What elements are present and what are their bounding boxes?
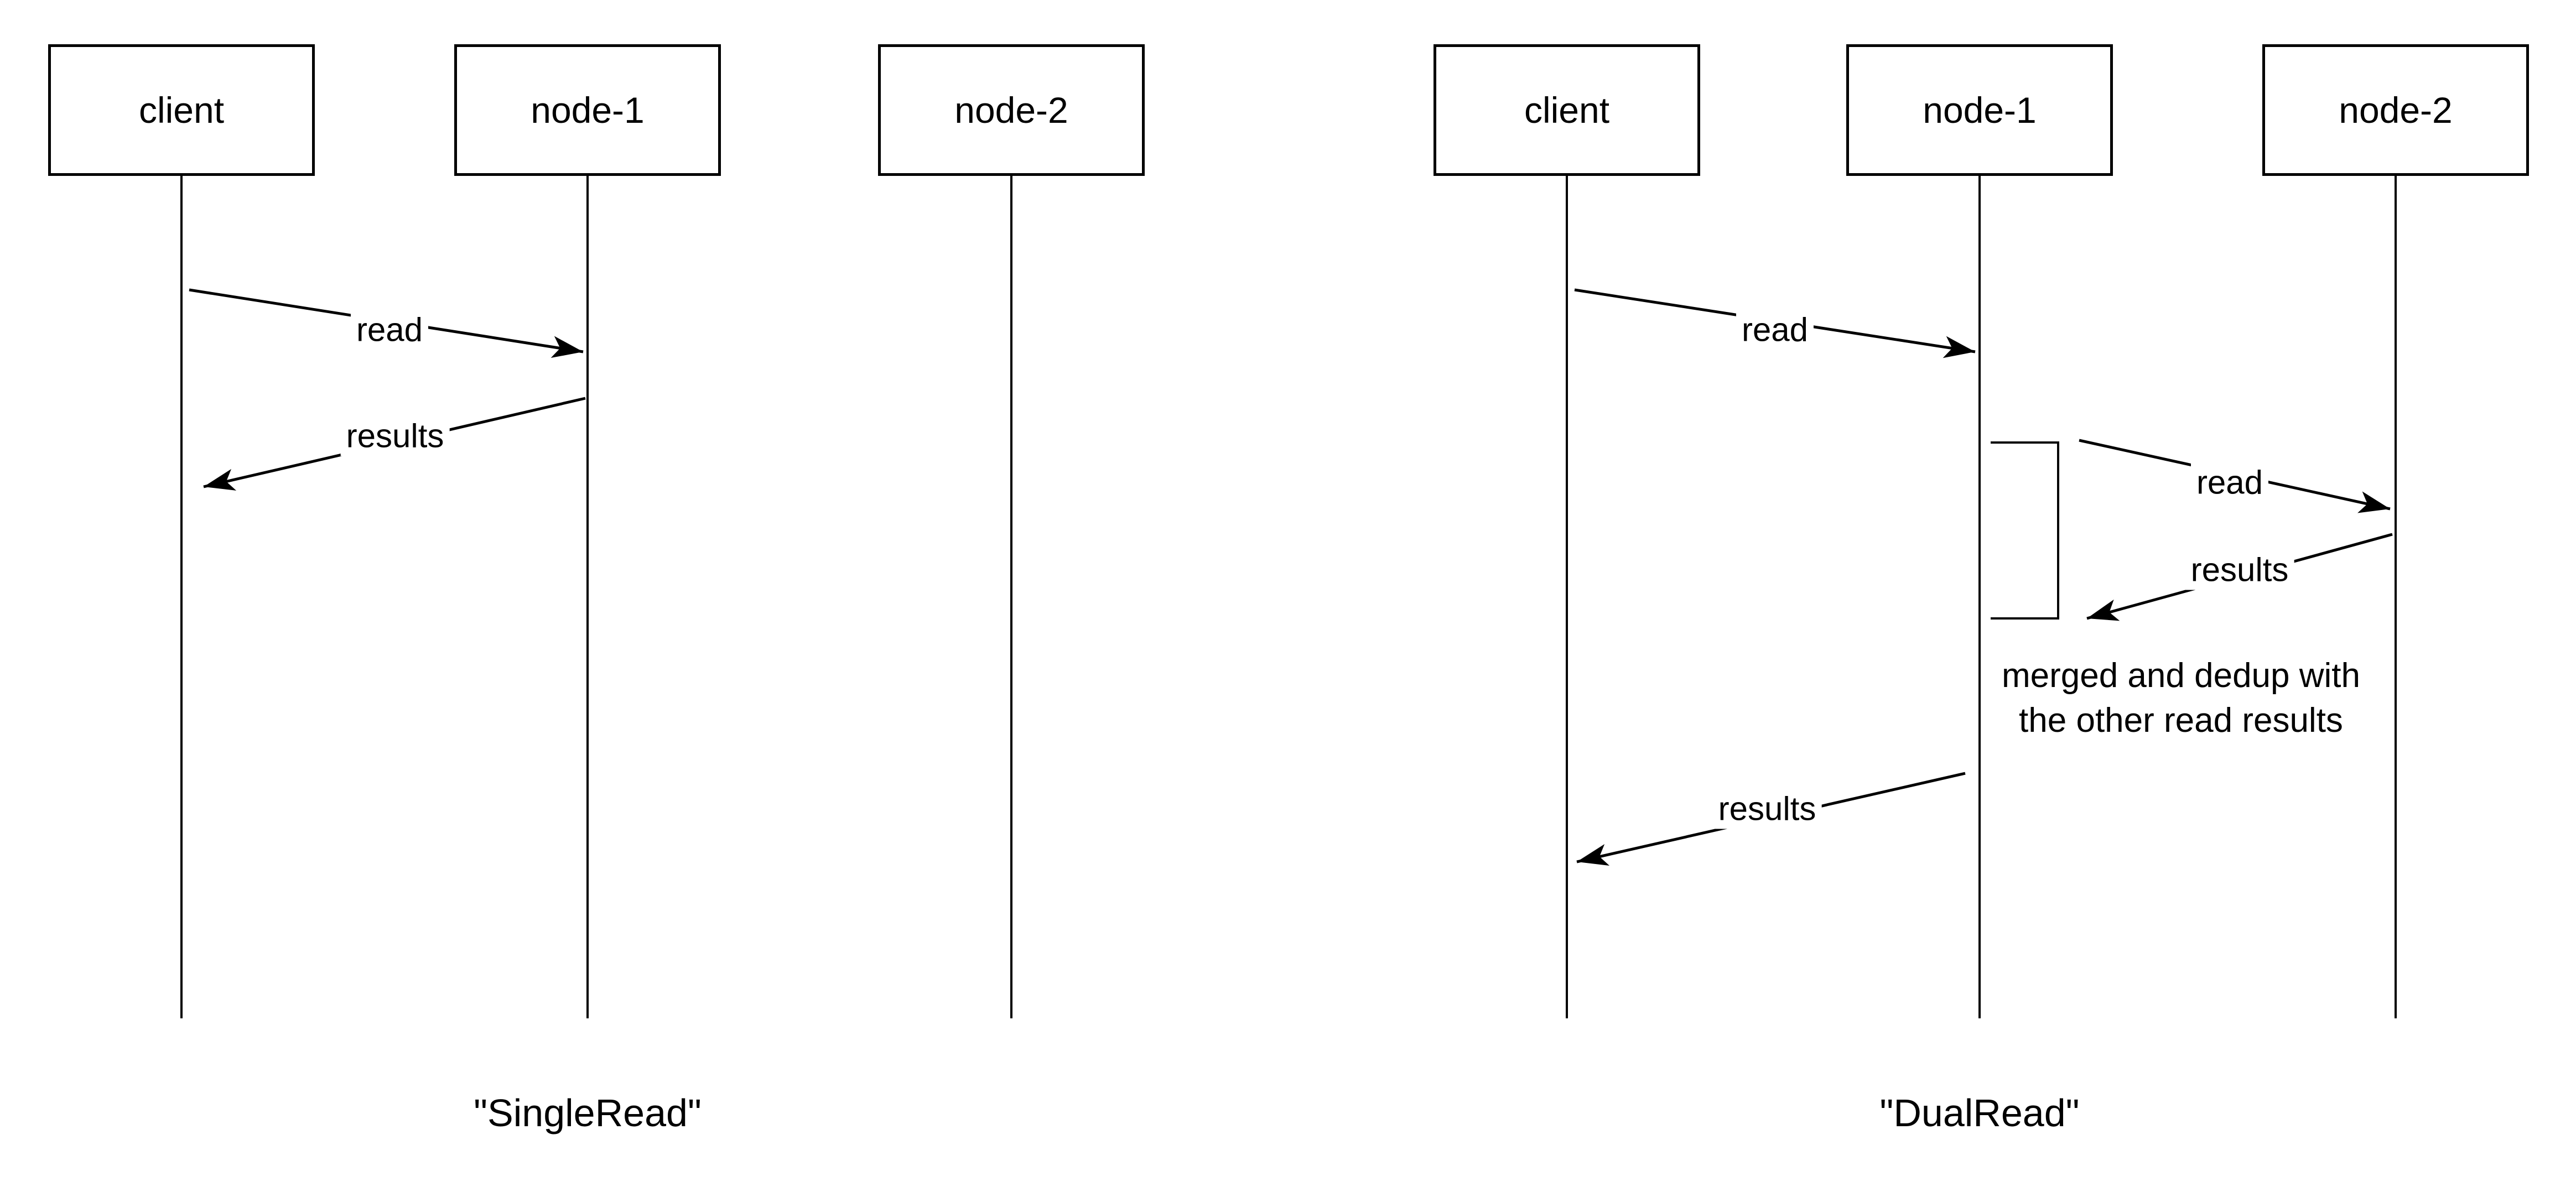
actor-label: node-2 (2339, 90, 2453, 131)
actor-label: client (138, 90, 225, 131)
actor-label: node-1 (1923, 90, 2037, 131)
actor-box-singleread-node-2: node-2 (878, 44, 1145, 176)
note-line-1: merged and dedup with (2001, 657, 2361, 695)
message-label-dualread-results-1: results (2185, 549, 2294, 590)
activation-bracket-node-1 (1991, 441, 2059, 620)
actor-box-dualread-client: client (1434, 44, 1700, 176)
actor-box-singleread-node-1: node-1 (454, 44, 721, 176)
message-label-singleread-read: read (350, 309, 429, 350)
caption-dualread: "DualRead" (1879, 1091, 2080, 1134)
actor-box-singleread-client: client (48, 44, 315, 176)
message-label-dualread-read-1: read (1736, 309, 1814, 350)
actor-box-dualread-node-2: node-2 (2262, 44, 2529, 176)
note-line-2: the other read results (2019, 701, 2343, 740)
message-label-dualread-read-2: read (2190, 462, 2269, 503)
note-merged-dedup: merged and dedup with the other read res… (2001, 653, 2361, 743)
actor-box-dualread-node-1: node-1 (1846, 44, 2113, 176)
caption-singleread: "SingleRead" (474, 1091, 702, 1134)
message-label-dualread-results-2: results (1712, 788, 1822, 829)
actor-label: client (1524, 90, 1610, 131)
message-label-singleread-results: results (340, 415, 450, 456)
actor-label: node-2 (954, 90, 1068, 131)
actor-label: node-1 (531, 90, 645, 131)
